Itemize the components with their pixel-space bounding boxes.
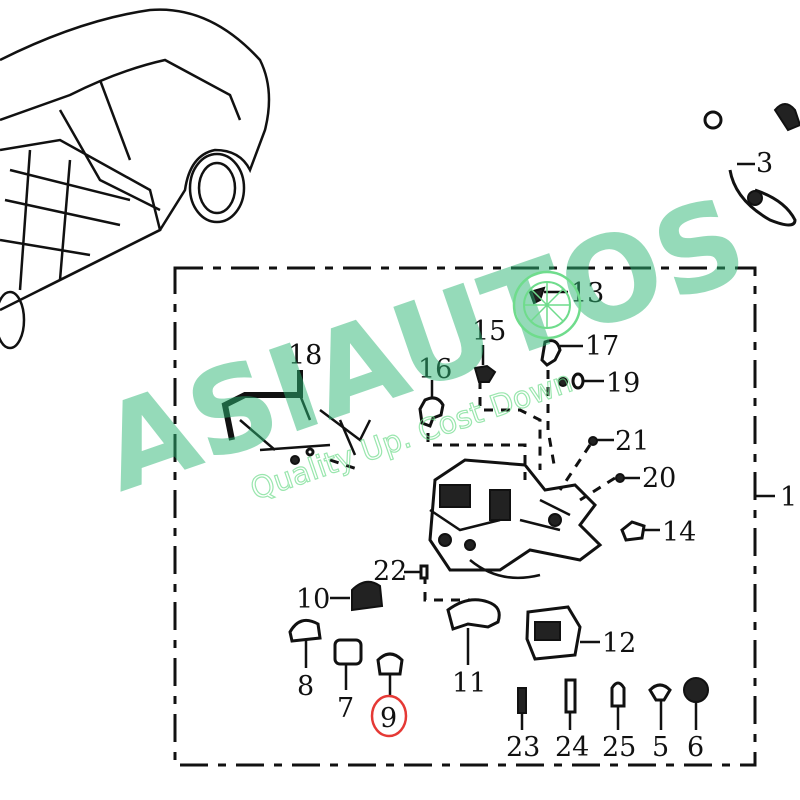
callout-10: 10: [296, 584, 330, 615]
callout-22: 22: [373, 556, 407, 587]
callout-3: 3: [756, 148, 773, 179]
part-14-bracket: [620, 520, 646, 542]
part-23-bolt: [517, 687, 527, 714]
callout-8: 8: [297, 671, 314, 702]
callout-13: 13: [570, 278, 604, 309]
car-outline-illustration: [0, 8, 271, 350]
part-22-pin: [419, 564, 429, 580]
part-8-cap: [288, 618, 322, 643]
part-6-grommet: [683, 677, 709, 703]
callout-23: 23: [506, 732, 540, 763]
callout-25: 25: [602, 732, 636, 763]
callout-20: 20: [642, 463, 676, 494]
callout-labels: 1 3 13 15 17 16 18 19 21 20 14 22 10 12 …: [288, 148, 797, 763]
part-20-bolt: [615, 473, 625, 483]
callout-9: 9: [380, 703, 397, 734]
highlight-circle: [370, 694, 408, 738]
part-25-clip: [610, 681, 626, 708]
assembly-boundary-box: [173, 266, 757, 767]
callout-16: 16: [418, 354, 452, 385]
part-7-mount: [333, 638, 363, 666]
part-21-bolt: [588, 436, 598, 446]
callout-21: 21: [615, 426, 649, 457]
part-16-cover: [418, 396, 445, 428]
part-18-wire-harness: [221, 370, 372, 465]
callout-24: 24: [555, 732, 589, 763]
watermark-wheel-icon: [512, 270, 582, 340]
part-9-mount: [376, 652, 404, 676]
leader-lines: [329, 370, 616, 602]
part-15-bracket: [473, 364, 497, 383]
part-17-mount: [540, 339, 562, 367]
part-5-clamp: [648, 683, 672, 702]
callout-7: 7: [337, 693, 354, 724]
callout-12: 12: [602, 628, 636, 659]
part-10-mount: [351, 580, 384, 612]
callout-19: 19: [606, 368, 640, 399]
callout-15: 15: [472, 316, 506, 347]
callout-5: 5: [652, 732, 669, 763]
part-19-grommet: [571, 372, 585, 390]
callout-1: 1: [780, 482, 797, 513]
part-24-pin: [564, 678, 577, 714]
part-11-plate: [446, 598, 501, 631]
callout-17: 17: [585, 331, 619, 362]
callout-11: 11: [452, 668, 486, 699]
callout-18: 18: [288, 340, 322, 371]
part-3-hose: [703, 103, 800, 227]
callout-14: 14: [662, 517, 696, 548]
callout-6: 6: [687, 732, 704, 763]
main-assembly: [428, 458, 603, 580]
